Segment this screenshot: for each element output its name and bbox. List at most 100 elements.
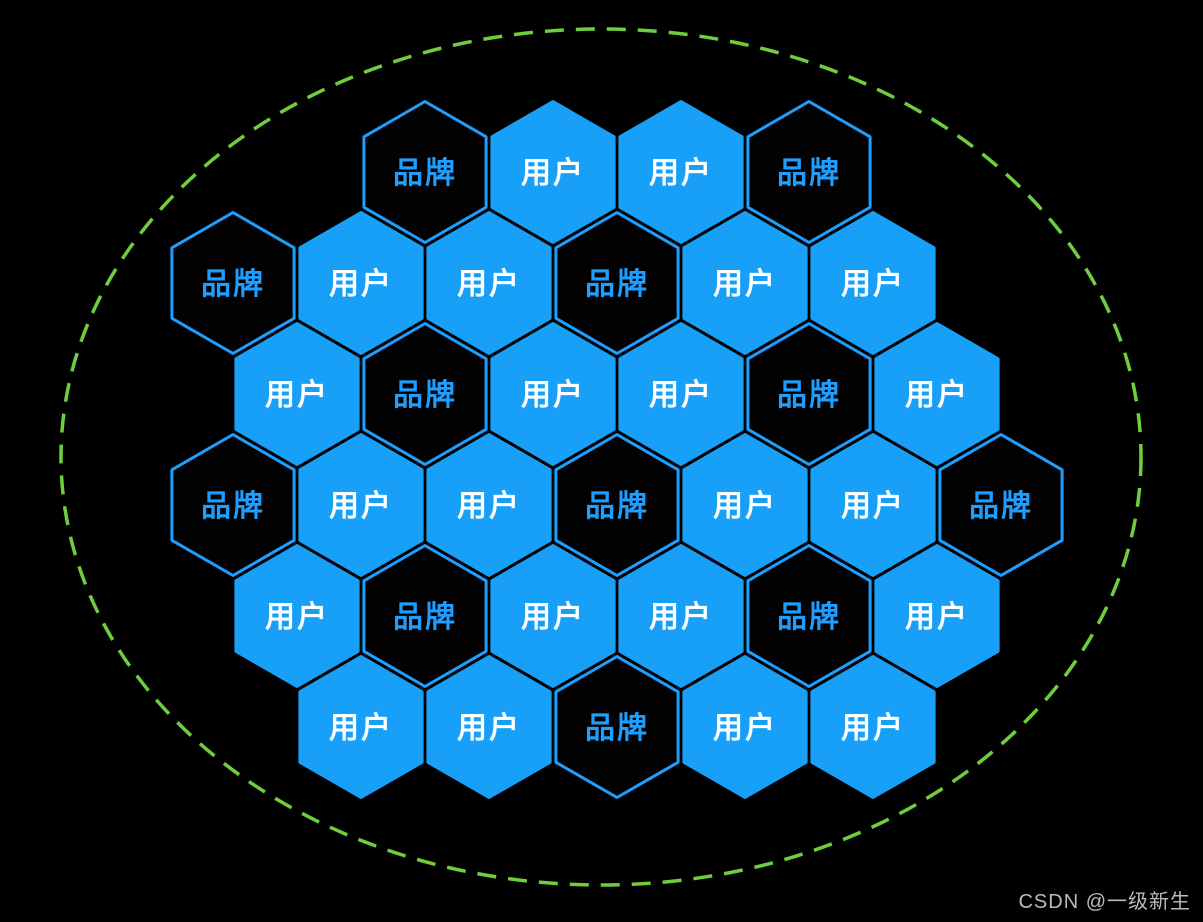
hexagon-label-brand: 品牌 <box>393 600 457 635</box>
hexagon-label-user: 用户 <box>329 711 393 746</box>
hexagon-user-shape <box>298 211 424 355</box>
hexagon-user: 用户 <box>426 655 552 799</box>
hexagon-label-brand: 品牌 <box>585 711 649 746</box>
hexagon-brand-shape <box>362 100 488 244</box>
hexagon-user: 用户 <box>810 211 936 355</box>
hexagon-user: 用户 <box>618 544 744 688</box>
hexagon-user-shape <box>810 211 936 355</box>
hexagon-user: 用户 <box>874 322 1000 466</box>
hexagon-label-user: 用户 <box>649 378 713 413</box>
hexagon-label-user: 用户 <box>905 600 969 635</box>
hexagon-user: 用户 <box>618 322 744 466</box>
hexagon-label-user: 用户 <box>265 600 329 635</box>
hexagon-user-shape <box>810 655 936 799</box>
hexagon-label-user: 用户 <box>457 711 521 746</box>
hexagon-label-user: 用户 <box>457 267 521 302</box>
hexagon-brand: 品牌 <box>554 433 680 577</box>
hexagon-label-brand: 品牌 <box>393 378 457 413</box>
hexagon-brand: 品牌 <box>746 100 872 244</box>
hexagon-brand-shape <box>170 211 296 355</box>
hexagon-user: 用户 <box>682 655 808 799</box>
hexagon-label-user: 用户 <box>329 267 393 302</box>
hexagon-brand-shape <box>938 433 1064 577</box>
hexagon-user: 用户 <box>618 100 744 244</box>
hexagon-brand: 品牌 <box>170 433 296 577</box>
hexagon-user: 用户 <box>682 211 808 355</box>
hexagon-user: 用户 <box>298 655 424 799</box>
hexagon-label-user: 用户 <box>713 489 777 524</box>
hexagon-brand: 品牌 <box>362 544 488 688</box>
hexagon-label-brand: 品牌 <box>585 267 649 302</box>
hexagon-label-user: 用户 <box>521 378 585 413</box>
hexagon-user: 用户 <box>490 322 616 466</box>
hexagon-user-shape <box>426 433 552 577</box>
hexagon-label-brand: 品牌 <box>585 489 649 524</box>
hexagon-label-user: 用户 <box>713 267 777 302</box>
hexagon-user: 用户 <box>234 544 360 688</box>
hexagon-user-shape <box>874 322 1000 466</box>
hexagon-brand: 品牌 <box>746 322 872 466</box>
hexagon-user-shape <box>618 100 744 244</box>
hexagon-label-brand: 品牌 <box>777 156 841 191</box>
hexagon-brand-shape <box>746 544 872 688</box>
hexagon-brand-shape <box>554 433 680 577</box>
hexagon-brand-shape <box>170 433 296 577</box>
hexagon-user-shape <box>490 100 616 244</box>
hexagon-brand: 品牌 <box>362 322 488 466</box>
hexagon-label-brand: 品牌 <box>777 378 841 413</box>
hexagon-label-user: 用户 <box>713 711 777 746</box>
boundary-ellipse <box>59 27 1143 887</box>
hexagon-brand-shape <box>746 322 872 466</box>
hexagon-user-shape <box>426 655 552 799</box>
hexagon-user-shape <box>618 544 744 688</box>
hexagon-user-shape <box>682 433 808 577</box>
hexagon-label-user: 用户 <box>649 600 713 635</box>
hexagon-brand: 品牌 <box>362 100 488 244</box>
hexagon-user-shape <box>490 544 616 688</box>
hexagon-brand-shape <box>362 544 488 688</box>
hexagon-user-shape <box>682 655 808 799</box>
hexagon-label-brand: 品牌 <box>777 600 841 635</box>
hexagon-user: 用户 <box>810 655 936 799</box>
hexagon-user: 用户 <box>682 433 808 577</box>
hexagon-brand-shape <box>554 211 680 355</box>
csdn-watermark: CSDN @一级新生 <box>1018 891 1191 913</box>
hexagon-brand-shape <box>554 655 680 799</box>
hexagon-user-shape <box>234 544 360 688</box>
hexagon-brand: 品牌 <box>170 211 296 355</box>
hexagon-user-shape <box>874 544 1000 688</box>
hexagon-label-user: 用户 <box>521 600 585 635</box>
hexagon-user-shape <box>298 655 424 799</box>
hexagon-label-user: 用户 <box>521 156 585 191</box>
hexagon-label-user: 用户 <box>649 156 713 191</box>
hexagon-brand: 品牌 <box>554 211 680 355</box>
hexagon-label-brand: 品牌 <box>201 489 265 524</box>
hexagon-label-user: 用户 <box>841 711 905 746</box>
hexagon-user-shape <box>298 433 424 577</box>
hexagon-label-user: 用户 <box>265 378 329 413</box>
hexagon-user-shape <box>426 211 552 355</box>
hexagon-brand: 品牌 <box>938 433 1064 577</box>
hexagon-brand-shape <box>746 100 872 244</box>
hexagon-user: 用户 <box>426 211 552 355</box>
hexagon-brand: 品牌 <box>554 655 680 799</box>
hexagon-label-user: 用户 <box>905 378 969 413</box>
hexagon-label-brand: 品牌 <box>393 156 457 191</box>
hexagon-brand-shape <box>362 322 488 466</box>
hexagon-user: 用户 <box>298 211 424 355</box>
hexagon-user: 用户 <box>810 433 936 577</box>
hexagon-brand: 品牌 <box>746 544 872 688</box>
hexagon-label-brand: 品牌 <box>969 489 1033 524</box>
hexagon-user-shape <box>618 322 744 466</box>
hexagon-label-user: 用户 <box>457 489 521 524</box>
hexagon-user: 用户 <box>234 322 360 466</box>
hexagon-label-brand: 品牌 <box>201 267 265 302</box>
hexagon-user: 用户 <box>490 544 616 688</box>
hexagon-user: 用户 <box>426 433 552 577</box>
hexagon-user: 用户 <box>874 544 1000 688</box>
hexagon-user: 用户 <box>490 100 616 244</box>
hexagon-user-shape <box>682 211 808 355</box>
hexagon-user-shape <box>810 433 936 577</box>
hexagon-label-user: 用户 <box>841 267 905 302</box>
